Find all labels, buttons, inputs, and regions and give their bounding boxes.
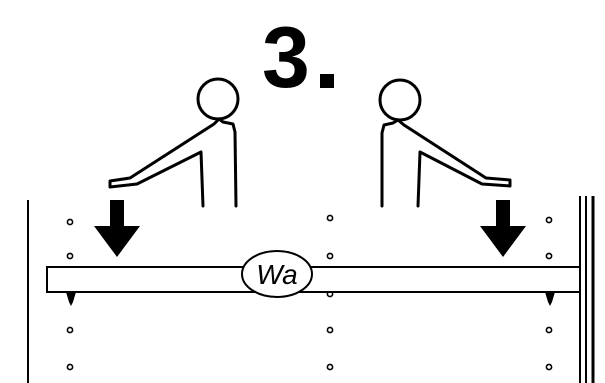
shelf-panel bbox=[46, 266, 581, 293]
shelf-pin-left bbox=[66, 292, 76, 306]
shelf-pin-right bbox=[545, 292, 555, 306]
person-left-head bbox=[196, 77, 240, 121]
step-number-text: 3 bbox=[262, 10, 310, 106]
person-right-back bbox=[380, 118, 400, 208]
arrow-down-icon-right bbox=[480, 200, 526, 257]
shelf-label-badge bbox=[241, 250, 313, 298]
step-number: 3 bbox=[262, 10, 334, 106]
press-down-arrows bbox=[94, 200, 526, 257]
person-figure-left bbox=[108, 77, 240, 208]
shelf-board: Wa bbox=[46, 250, 581, 298]
person-left-back bbox=[217, 117, 238, 208]
arrow-down-icon-left bbox=[94, 200, 140, 257]
cabinet-walls bbox=[27, 196, 595, 383]
person-right-arm bbox=[396, 118, 512, 208]
shelf-support-pins bbox=[66, 292, 555, 306]
person-figure-right bbox=[378, 78, 512, 208]
step-number-period bbox=[320, 74, 334, 88]
person-left-arm bbox=[108, 117, 221, 208]
shelf-label-text: Wa bbox=[256, 259, 298, 290]
person-right-head bbox=[378, 78, 422, 122]
